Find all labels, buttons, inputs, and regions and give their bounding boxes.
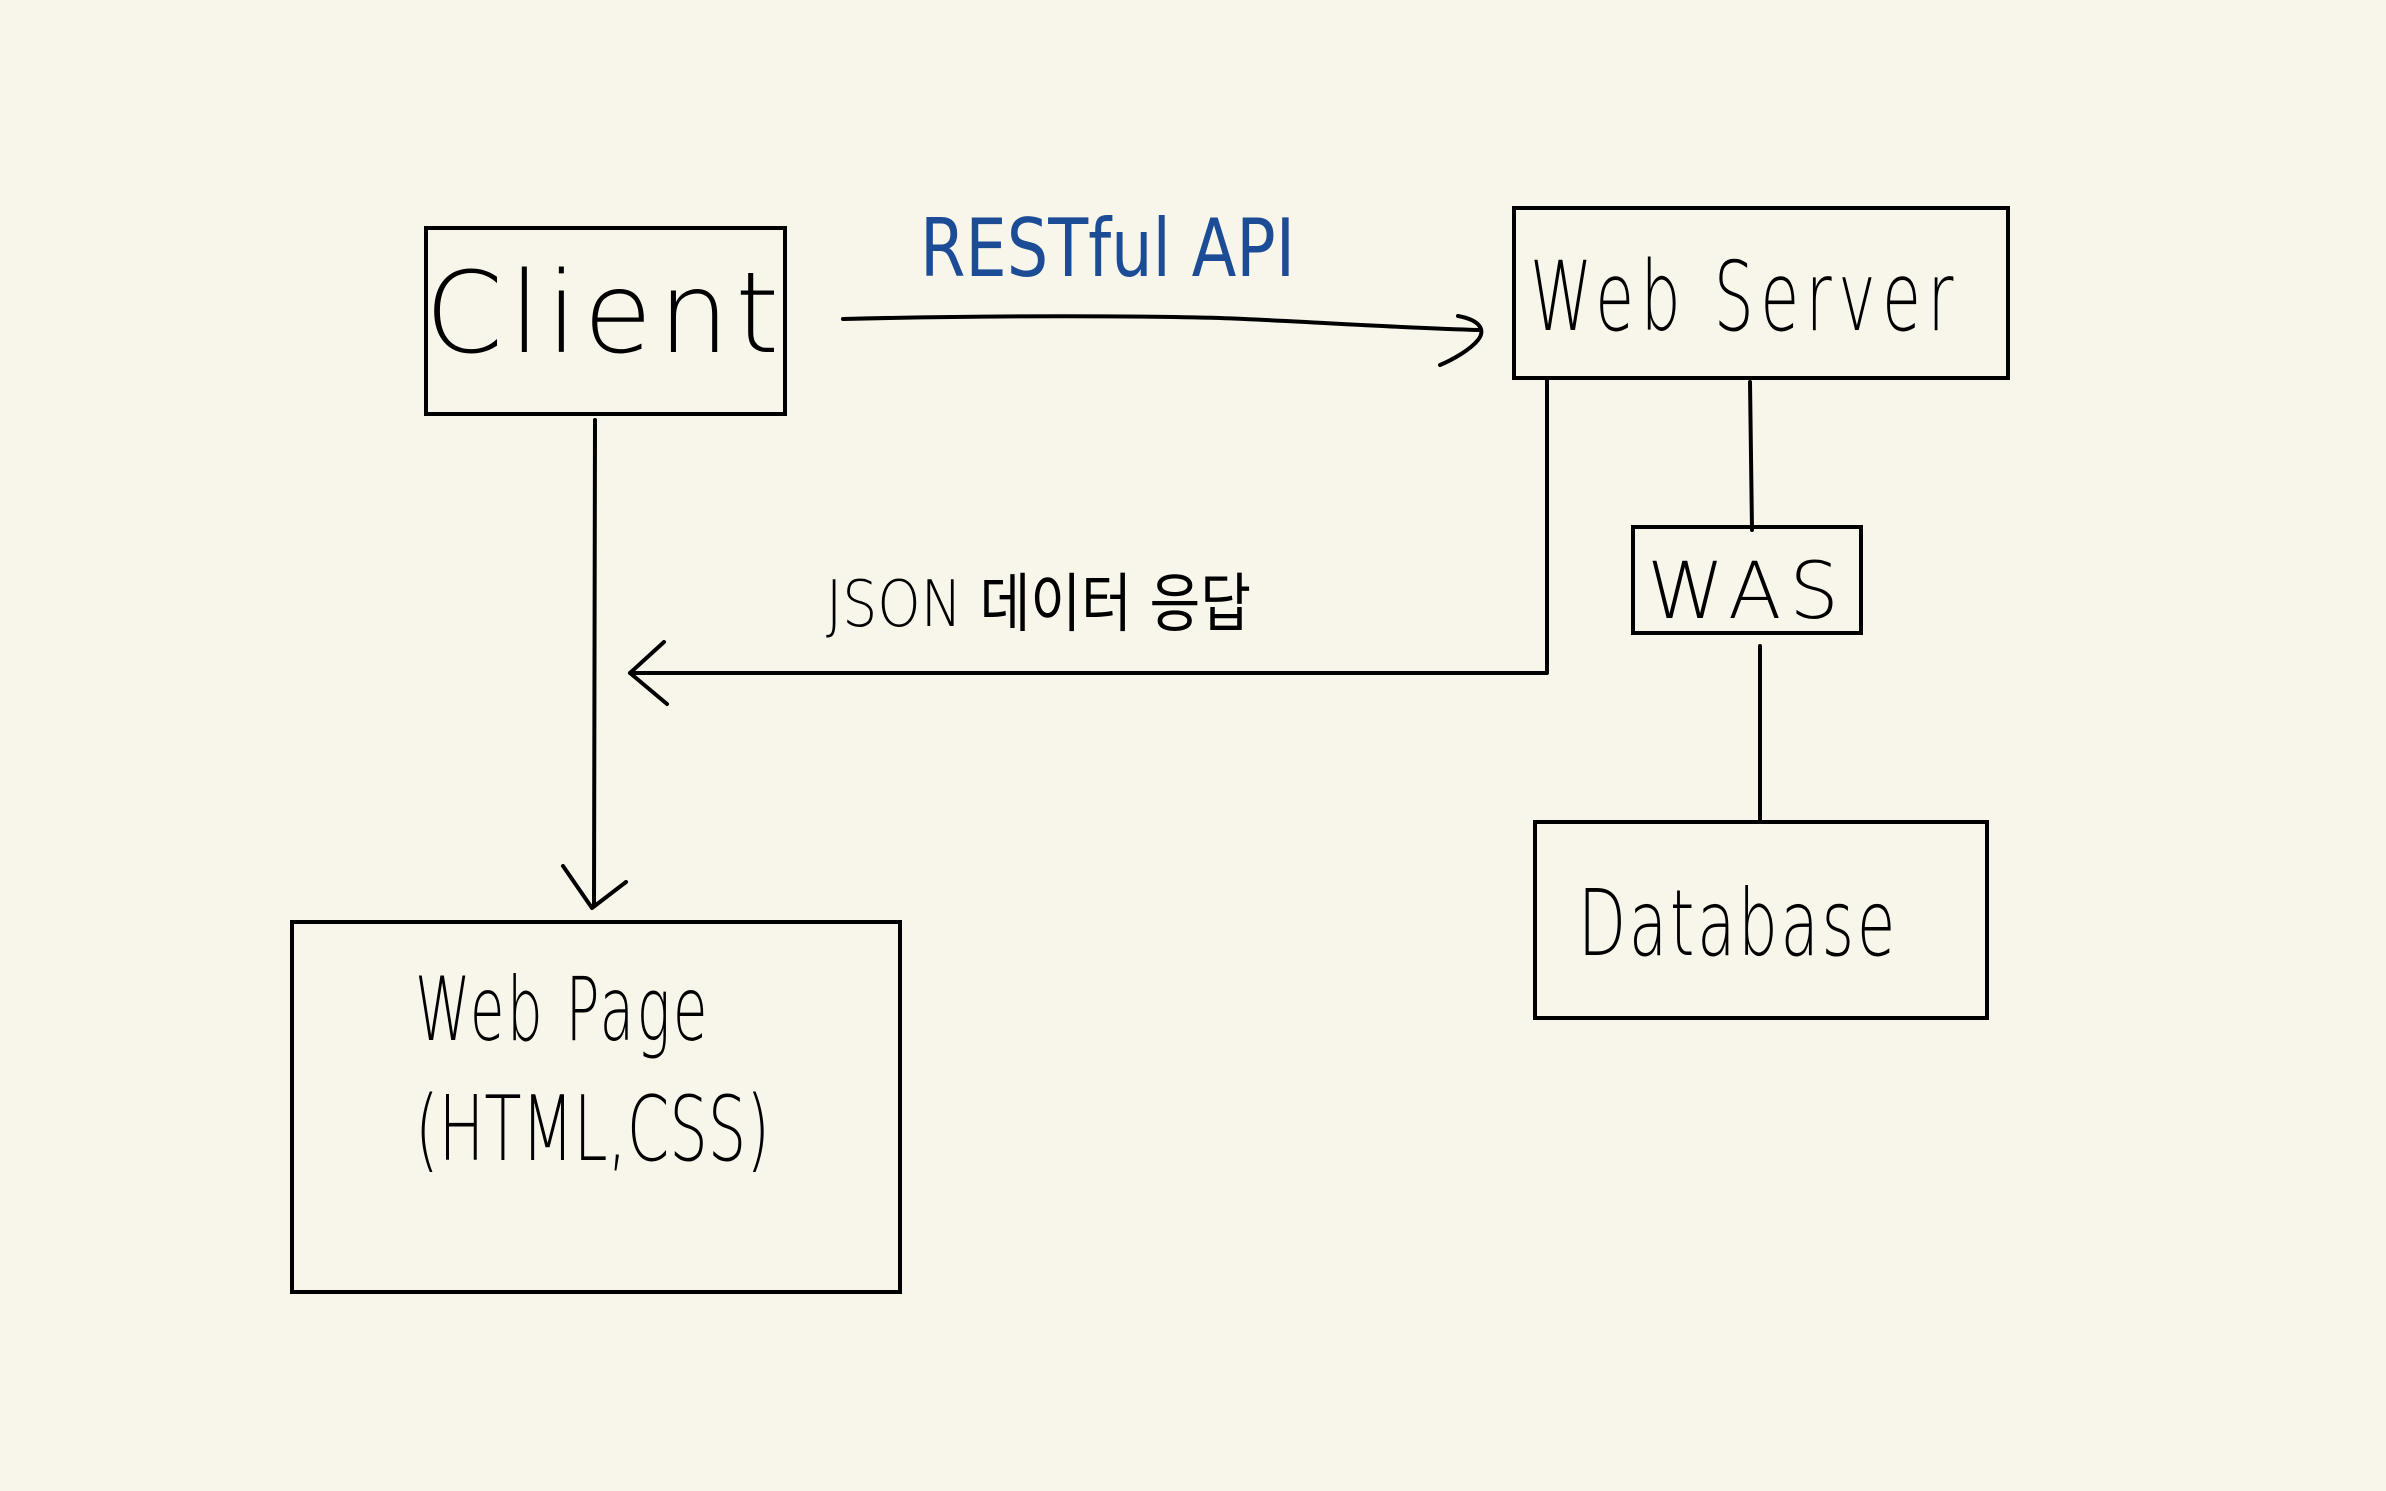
was-node: WAS xyxy=(1631,525,1863,637)
database-box xyxy=(1533,820,1989,1020)
web-server-box xyxy=(1512,206,2010,380)
request-edge: RESTful API xyxy=(841,202,1484,367)
webserver-was-connector xyxy=(1748,380,1754,532)
render-arrow-line xyxy=(592,418,597,907)
render-arrowhead xyxy=(561,864,628,910)
client-box xyxy=(424,226,787,416)
request-arrow-line xyxy=(841,314,1482,332)
database-node: Database xyxy=(1533,820,1989,1020)
response-arrow-line xyxy=(628,376,1549,675)
web-page-box xyxy=(290,920,902,1294)
database-label: Database xyxy=(1578,870,1898,977)
client-label: Client xyxy=(425,249,785,379)
response-edge: JSON 데이터 응답 xyxy=(628,376,1549,706)
request-arrowhead xyxy=(1438,314,1484,367)
request-label: RESTful API xyxy=(920,202,1295,295)
response-arrowhead xyxy=(628,640,669,706)
was-label: WAS xyxy=(1647,547,1847,637)
web-page-node: Web Page (HTML,CSS) xyxy=(290,920,902,1294)
client-node: Client xyxy=(424,226,787,416)
web-server-label: Web Server xyxy=(1530,241,1960,353)
web-page-subtitle: (HTML,CSS) xyxy=(415,1077,770,1182)
web-server-node: Web Server xyxy=(1512,206,2010,380)
was-box xyxy=(1631,525,1863,635)
response-label: JSON 데이터 응답 xyxy=(826,568,1251,642)
web-page-title: Web Page xyxy=(415,958,710,1061)
render-edge xyxy=(561,418,628,910)
